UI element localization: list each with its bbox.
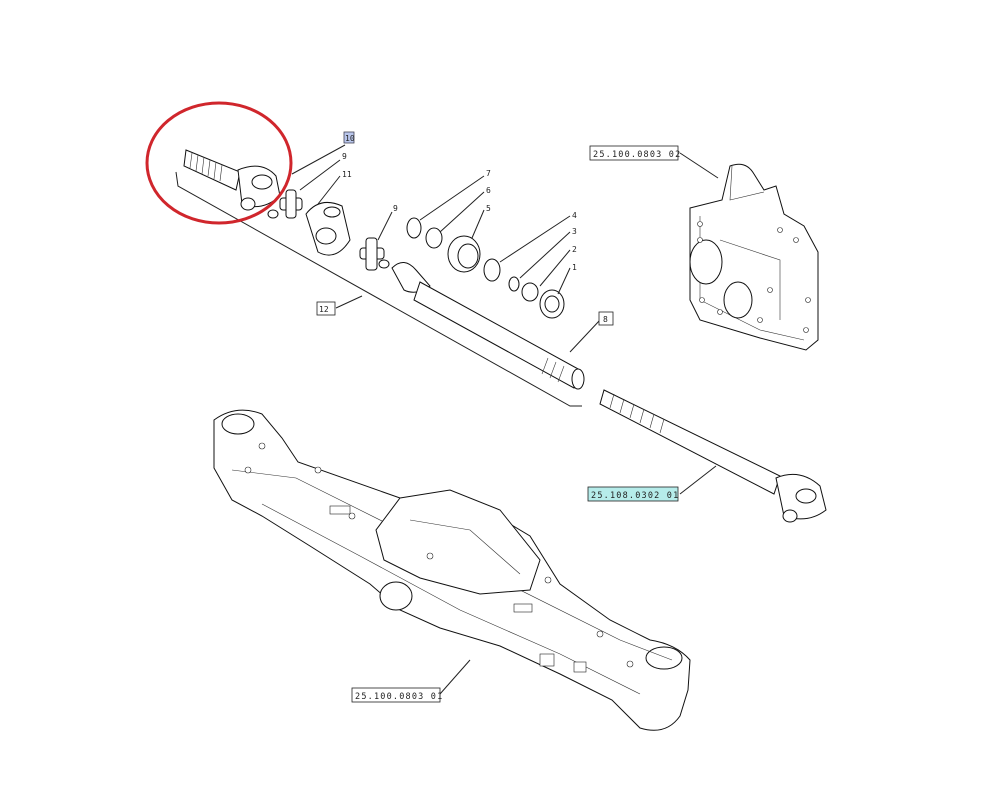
- callout-9b: 9: [393, 204, 398, 213]
- differential-housing: [689, 163, 819, 351]
- callout-8: 8: [603, 315, 608, 324]
- callout-leaders: [291, 144, 601, 353]
- long-shaft-8: [391, 262, 585, 390]
- shaft-ref-box: [587, 486, 679, 502]
- yoke-part-10: [237, 165, 281, 211]
- callout-12: 12: [319, 305, 329, 314]
- callout-11: 11: [342, 170, 352, 179]
- ring-4: [483, 258, 501, 282]
- callout-10-box: [343, 131, 355, 144]
- coupling-11: [305, 201, 351, 256]
- callout-4: 4: [572, 211, 577, 220]
- ring-3: [508, 276, 520, 292]
- housing-ref: 25.100.0803 02: [593, 150, 681, 160]
- housing-ref-box: [589, 145, 679, 161]
- callout-3: 3: [572, 227, 577, 236]
- universal-cross-9b: [359, 237, 390, 271]
- callout-9a: 9: [342, 152, 347, 161]
- callout-6: 6: [486, 186, 491, 195]
- axle-ref: 25.100.0803 01: [355, 692, 443, 702]
- circlip-2: [521, 282, 539, 302]
- seals-and-rings: [406, 217, 565, 319]
- callout-10: 10: [345, 134, 355, 143]
- universal-cross-9: [267, 189, 303, 219]
- axle-housing: [213, 409, 691, 731]
- callout-1: 1: [572, 263, 577, 272]
- callout-7: 7: [486, 169, 491, 178]
- splined-shaft-end: [183, 149, 241, 191]
- callout-12-box: [316, 301, 336, 316]
- ring-7: [406, 217, 422, 239]
- shaft-assembly: [175, 149, 585, 407]
- shaft-ref: 25.108.0302 01: [591, 491, 679, 501]
- ring-6: [425, 227, 443, 249]
- axle-shaft: [599, 389, 827, 523]
- callout-2: 2: [572, 245, 577, 254]
- callout-8-box: [598, 311, 614, 326]
- callout-5: 5: [486, 204, 491, 213]
- axle-ref-box: [351, 687, 441, 703]
- highlight-circle: [145, 101, 293, 225]
